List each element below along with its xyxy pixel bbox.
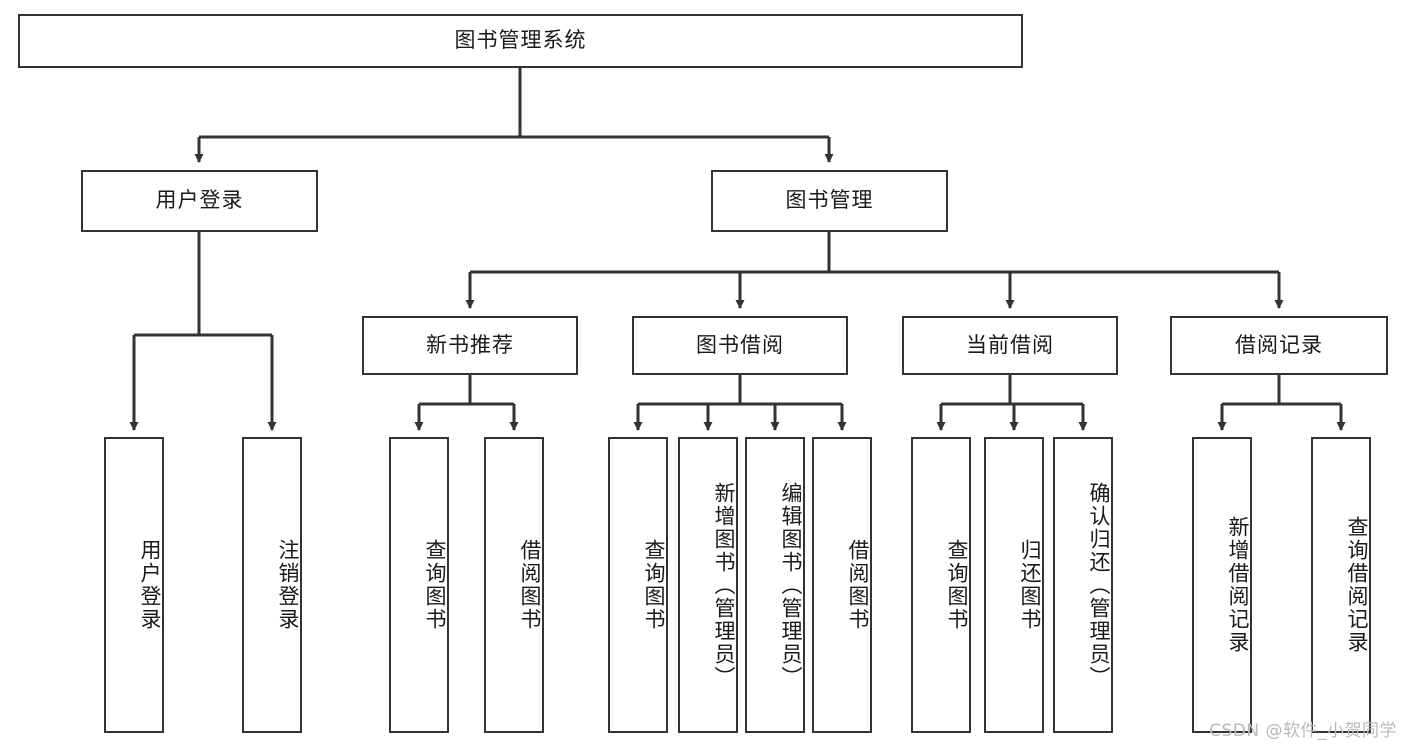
node-book-manage[interactable]: 图书管理 [711, 170, 948, 232]
node-leaf-query-book-b-label: 查询图书 [642, 539, 666, 631]
node-book-borrow[interactable]: 图书借阅 [632, 316, 848, 375]
node-leaf-edit-book[interactable]: 编辑图书（管理员） [745, 437, 805, 733]
node-book-borrow-label: 图书借阅 [696, 332, 784, 357]
node-leaf-query-book-a[interactable]: 查询图书 [389, 437, 449, 733]
node-current-borrow-label: 当前借阅 [966, 332, 1054, 357]
node-borrow-record[interactable]: 借阅记录 [1170, 316, 1388, 375]
node-leaf-return-book-label: 归还图书 [1018, 539, 1042, 631]
node-current-borrow[interactable]: 当前借阅 [902, 316, 1118, 375]
node-leaf-confirm-return[interactable]: 确认归还（管理员） [1053, 437, 1113, 733]
csdn-watermark: CSDN @软件_小贺同学 [1209, 721, 1397, 741]
node-leaf-edit-book-label: 编辑图书（管理员） [779, 481, 803, 689]
node-leaf-borrow-book-a[interactable]: 借阅图书 [484, 437, 544, 733]
node-leaf-query-book-b[interactable]: 查询图书 [608, 437, 668, 733]
node-leaf-query-book-a-label: 查询图书 [423, 539, 447, 631]
node-user-login-label: 用户登录 [155, 188, 244, 213]
node-root[interactable]: 图书管理系统 [18, 14, 1023, 68]
node-leaf-return-book[interactable]: 归还图书 [984, 437, 1044, 733]
node-leaf-borrow-book-b-label: 借阅图书 [846, 539, 870, 631]
node-root-label: 图书管理系统 [454, 28, 587, 53]
node-leaf-query-book-c[interactable]: 查询图书 [911, 437, 971, 733]
node-leaf-query-borrow-record[interactable]: 查询借阅记录 [1311, 437, 1371, 733]
node-user-login[interactable]: 用户登录 [81, 170, 318, 232]
node-leaf-borrow-book-b[interactable]: 借阅图书 [812, 437, 872, 733]
node-leaf-logout-label: 注销登录 [276, 539, 300, 631]
node-borrow-record-label: 借阅记录 [1235, 332, 1323, 357]
node-leaf-add-book[interactable]: 新增图书（管理员） [678, 437, 738, 733]
node-leaf-query-book-c-label: 查询图书 [945, 539, 969, 631]
node-leaf-add-borrow-record-label: 新增借阅记录 [1226, 516, 1250, 654]
node-leaf-query-borrow-record-label: 查询借阅记录 [1345, 516, 1369, 654]
node-new-book-recommend-label: 新书推荐 [426, 332, 514, 357]
node-leaf-add-borrow-record[interactable]: 新增借阅记录 [1192, 437, 1252, 733]
node-leaf-borrow-book-a-label: 借阅图书 [518, 539, 542, 631]
node-leaf-confirm-return-label: 确认归还（管理员） [1087, 481, 1111, 689]
node-book-manage-label: 图书管理 [785, 188, 874, 213]
node-leaf-logout[interactable]: 注销登录 [242, 437, 302, 733]
node-leaf-user-login[interactable]: 用户登录 [104, 437, 164, 733]
node-leaf-user-login-label: 用户登录 [138, 539, 162, 631]
node-leaf-add-book-label: 新增图书（管理员） [712, 481, 736, 689]
node-new-book-recommend[interactable]: 新书推荐 [362, 316, 578, 375]
